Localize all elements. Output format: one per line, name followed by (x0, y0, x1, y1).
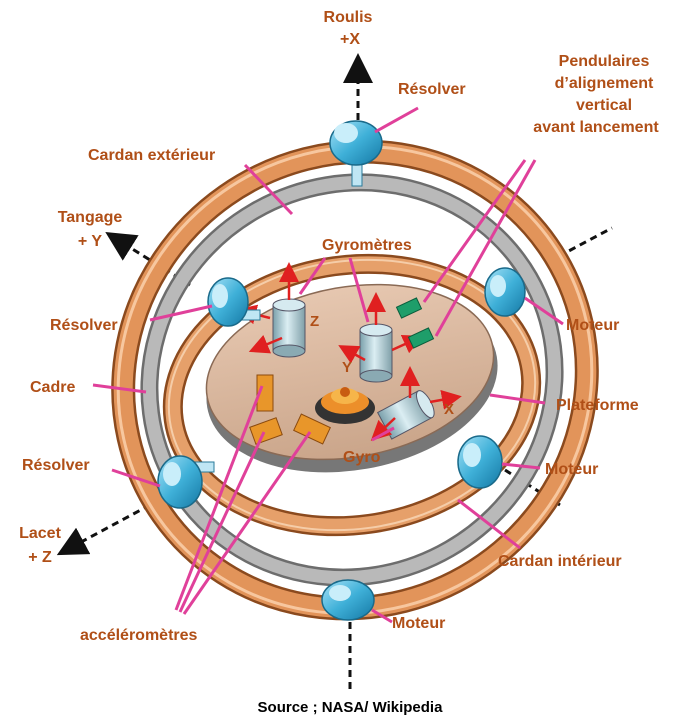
resolver-bottom-left (157, 455, 215, 509)
inner-gimbal (162, 253, 542, 537)
gyrometer-y (359, 323, 393, 383)
yaw-axis-name: Lacet (19, 525, 61, 542)
moteur-bottom-label: Moteur (392, 615, 445, 632)
outer-gimbal (111, 139, 599, 621)
gyro-axis-z-label: Z (310, 313, 319, 330)
gyro-assembly (315, 387, 375, 424)
accelerometers (249, 374, 331, 445)
pendulums (395, 297, 435, 349)
roll-axis-name: Roulis (324, 9, 373, 26)
roll-axis-direction: +X (340, 31, 360, 48)
moteur-right-label: Moteur (566, 317, 619, 334)
source-caption: Source ; NASA/ Wikipedia (258, 699, 444, 716)
resolver-top-label: Résolver (398, 81, 466, 98)
motor-lower-right (457, 435, 503, 489)
gyrometer-z (272, 298, 306, 358)
roll-axis (343, 53, 373, 690)
pitch-axis-name: Tangage (58, 209, 123, 226)
pendulaires-label-line-3: vertical (576, 97, 632, 114)
gyro-label: Gyro (343, 449, 381, 466)
motor-right (484, 267, 526, 317)
resolver-left-label: Résolver (50, 317, 118, 334)
yaw-axis-direction: + Z (28, 549, 52, 566)
pendulaires-label-line-1: Pendulaires (559, 53, 650, 70)
gyro-axis-x-label: X (444, 401, 454, 418)
resolver-left (207, 277, 261, 327)
gyrometres-label: Gyromètres (322, 237, 412, 254)
cadre-label: Cadre (30, 379, 75, 396)
leader-lines (92, 106, 564, 624)
gyro-axis-y-label: Y (342, 359, 352, 376)
pendulaires-label-line-2: d’alignement (555, 75, 654, 92)
pendulaires-label-line-4: avant lancement (533, 119, 659, 136)
pitch-axis-direction: + Y (78, 233, 103, 250)
resolver-bottom-label: Résolver (22, 457, 90, 474)
moteur-lower-right-label: Moteur (545, 461, 598, 478)
plateforme-label: Plateforme (556, 397, 639, 414)
accelerometres-label: accéléromètres (80, 627, 198, 644)
motor-bottom (321, 579, 375, 621)
cardan-exterieur-label: Cardan extérieur (88, 147, 215, 164)
cardan-interieur-label: Cardan intérieur (498, 553, 622, 570)
resolver-top (329, 120, 383, 187)
